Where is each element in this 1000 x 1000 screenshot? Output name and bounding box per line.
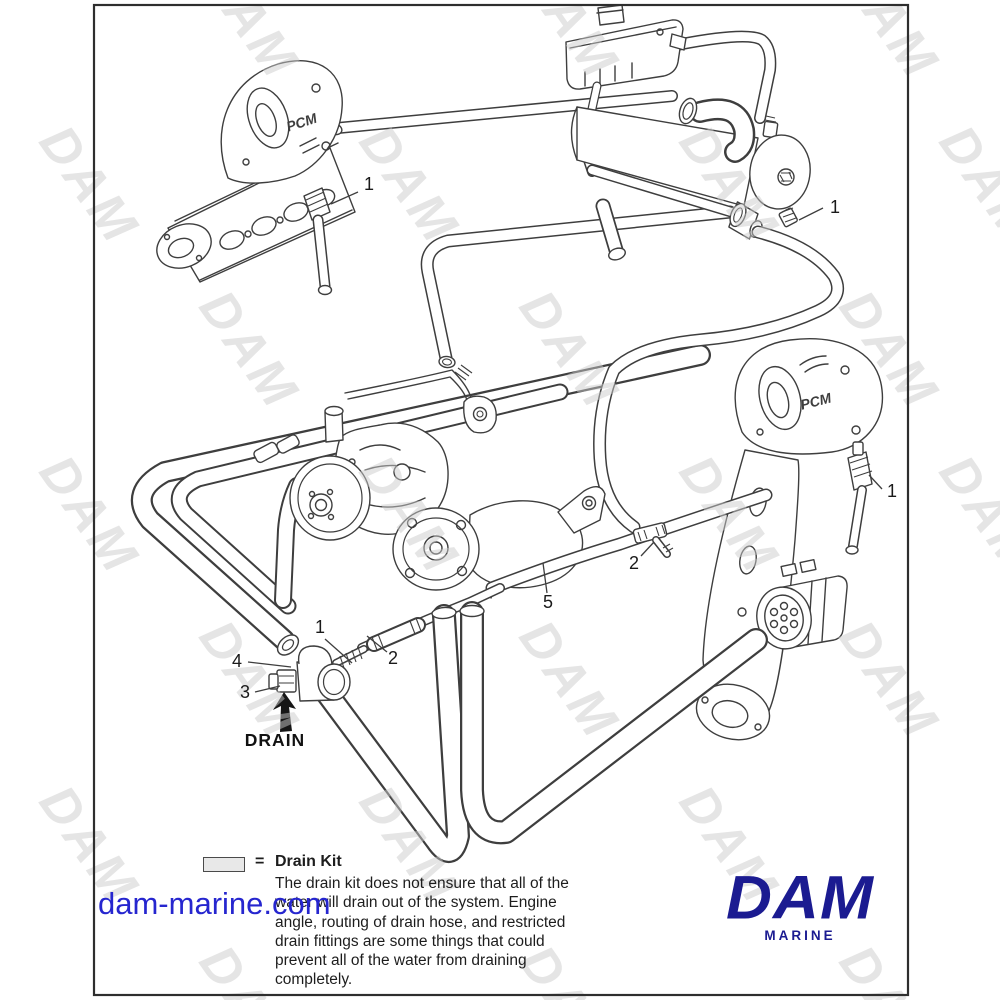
callout-number: 4: [232, 651, 242, 671]
dam-watermark: DAM: [928, 445, 1000, 585]
dam-watermark: DAM: [188, 280, 310, 420]
legend-paragraph: The drain kit does not ensure that all o…: [275, 874, 569, 990]
s-hose: [593, 225, 844, 534]
oil-cooler: [756, 558, 848, 650]
coolant-tank: [565, 4, 744, 220]
callout-number: 1: [315, 617, 325, 637]
dam-watermark: DAM: [828, 0, 950, 90]
drain-tee-body: [268, 645, 351, 732]
callout-leader: [324, 638, 353, 664]
dam-watermark: DAM: [928, 115, 1000, 255]
dam-watermark: DAM: [828, 610, 950, 750]
callout-leader: [254, 685, 281, 693]
legend-line: completely.: [275, 971, 353, 989]
callout-number: 2: [629, 553, 639, 573]
drain-hose-5: [485, 488, 773, 595]
callout-leader: [542, 562, 548, 594]
legend-line: prevent all of the water from draining: [275, 952, 527, 970]
drain-label: DRAIN: [245, 730, 305, 750]
marine-logo-text: MARINE: [764, 928, 836, 943]
legend-line: angle, routing of drain hose, and restri…: [275, 913, 566, 931]
callout-leader: [798, 207, 824, 221]
callout-number: 5: [543, 592, 553, 612]
callout-leader: [330, 191, 359, 205]
callout-number: 1: [364, 174, 374, 194]
callout-number: 1: [887, 481, 897, 501]
callout-leader: [640, 541, 655, 557]
drain-kit-swatch: [203, 857, 245, 872]
callout-leader: [247, 661, 292, 668]
diagram-frame: [92, 3, 910, 997]
dam-watermark: DAM: [508, 610, 630, 750]
callout-number: 1: [830, 197, 840, 217]
legend-line: water will drain out of the system. Engi…: [275, 894, 557, 912]
dam-logo-text: DAM: [725, 863, 875, 932]
pcm-mark: PCM: [799, 390, 833, 413]
dam-watermark: DAM: [28, 445, 150, 585]
dam-watermark: DAM: [828, 935, 950, 1000]
legend-line: The drain kit does not ensure that all o…: [275, 875, 569, 892]
circulating-pump: [253, 405, 449, 609]
legend-equals: =: [255, 853, 265, 870]
left-manifold: [156, 59, 356, 296]
drain-tubes: [305, 601, 768, 863]
drain-arrow: [273, 692, 296, 732]
callout-leader: [868, 474, 883, 490]
legend-title: Drain Kit: [275, 853, 342, 870]
callout-number: 2: [388, 648, 398, 668]
dam-watermark: DAM: [28, 115, 150, 255]
legend-line: drain fittings are some things that coul…: [275, 932, 545, 950]
site-watermark-text: dam-marine.com: [98, 886, 331, 921]
callout-number: 3: [240, 682, 250, 702]
heat-exchanger: [570, 97, 811, 261]
brand-logo: DAM MARINE: [700, 867, 900, 943]
callout-leader: [366, 635, 388, 653]
